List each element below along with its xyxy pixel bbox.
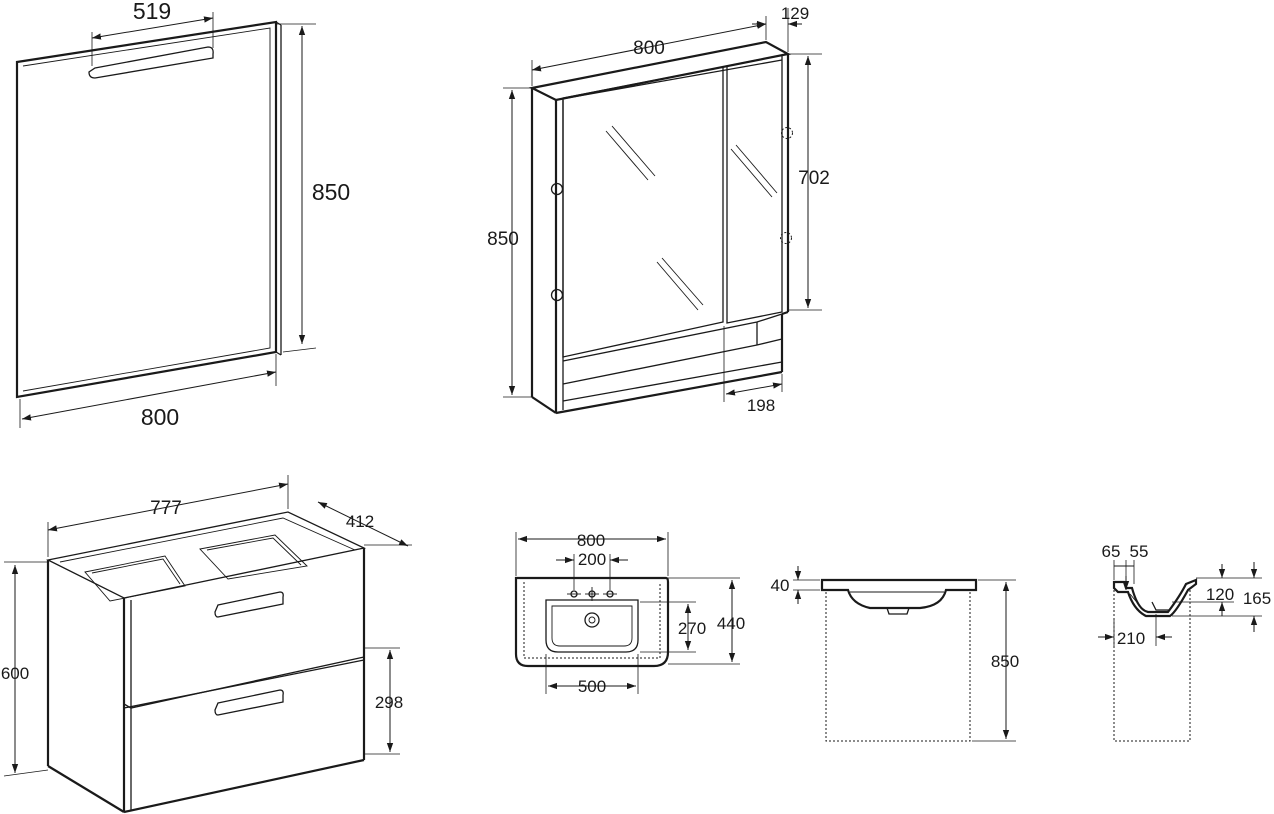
- basin-front-view: 40 850: [771, 566, 1019, 742]
- basin-tap-spacing-label: 200: [578, 550, 606, 569]
- mirror-light-width-label: 519: [133, 0, 171, 24]
- side-dim-b-label: 55: [1130, 542, 1149, 561]
- basin-total-height-label: 850: [991, 652, 1019, 671]
- basin-bowl-depth-label: 270: [678, 619, 706, 638]
- side-dim-e-label: 210: [1117, 629, 1145, 648]
- vanity-depth-label: 412: [346, 512, 374, 531]
- cabinet-shelf-width-label: 198: [747, 396, 775, 415]
- mirror-height-label: 850: [312, 179, 350, 205]
- mirror-drawing: 519 850 800: [15, 0, 350, 430]
- cabinet-depth-label: 129: [781, 4, 809, 23]
- basin-thickness-label: 40: [771, 576, 790, 595]
- basin-side-view: 65 55 120 165 210: [1098, 542, 1271, 742]
- basin-width-label: 800: [577, 531, 605, 550]
- side-dim-d-label: 165: [1243, 589, 1271, 608]
- cabinet-door-height-label: 702: [798, 168, 830, 189]
- vanity-width-label: 777: [150, 498, 182, 519]
- vanity-drawer-height-label: 298: [375, 693, 403, 712]
- basin-depth-label: 440: [717, 614, 745, 633]
- vanity-unit-drawing: 777 412 600 298: [1, 475, 412, 814]
- mirror-cabinet-drawing: 800 129 850 702 198: [487, 4, 830, 415]
- vanity-height-label: 600: [1, 664, 29, 683]
- side-dim-a-label: 65: [1102, 542, 1121, 561]
- basin-top-view: 800 200 270 440 500: [514, 531, 745, 696]
- side-dim-c-label: 120: [1206, 585, 1234, 604]
- cabinet-width-label: 800: [633, 38, 665, 59]
- cabinet-height-label: 850: [487, 229, 519, 250]
- basin-bowl-width-label: 500: [578, 677, 606, 696]
- mirror-width-label: 800: [141, 404, 179, 430]
